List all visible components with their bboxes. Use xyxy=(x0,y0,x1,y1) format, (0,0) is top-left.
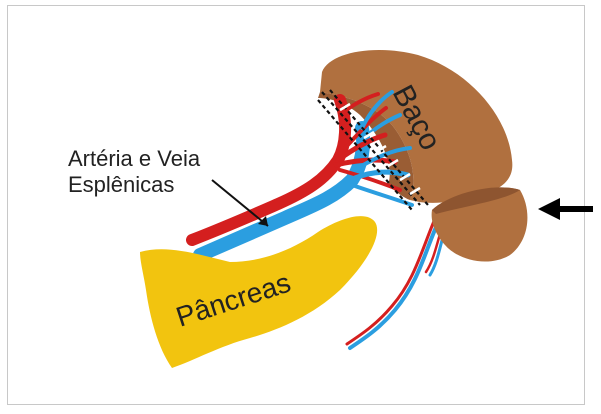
vessels-label-line2: Esplênicas xyxy=(68,172,174,197)
arrow-left-icon xyxy=(538,198,593,220)
vessels-label-line1: Artéria e Veia xyxy=(68,146,201,171)
